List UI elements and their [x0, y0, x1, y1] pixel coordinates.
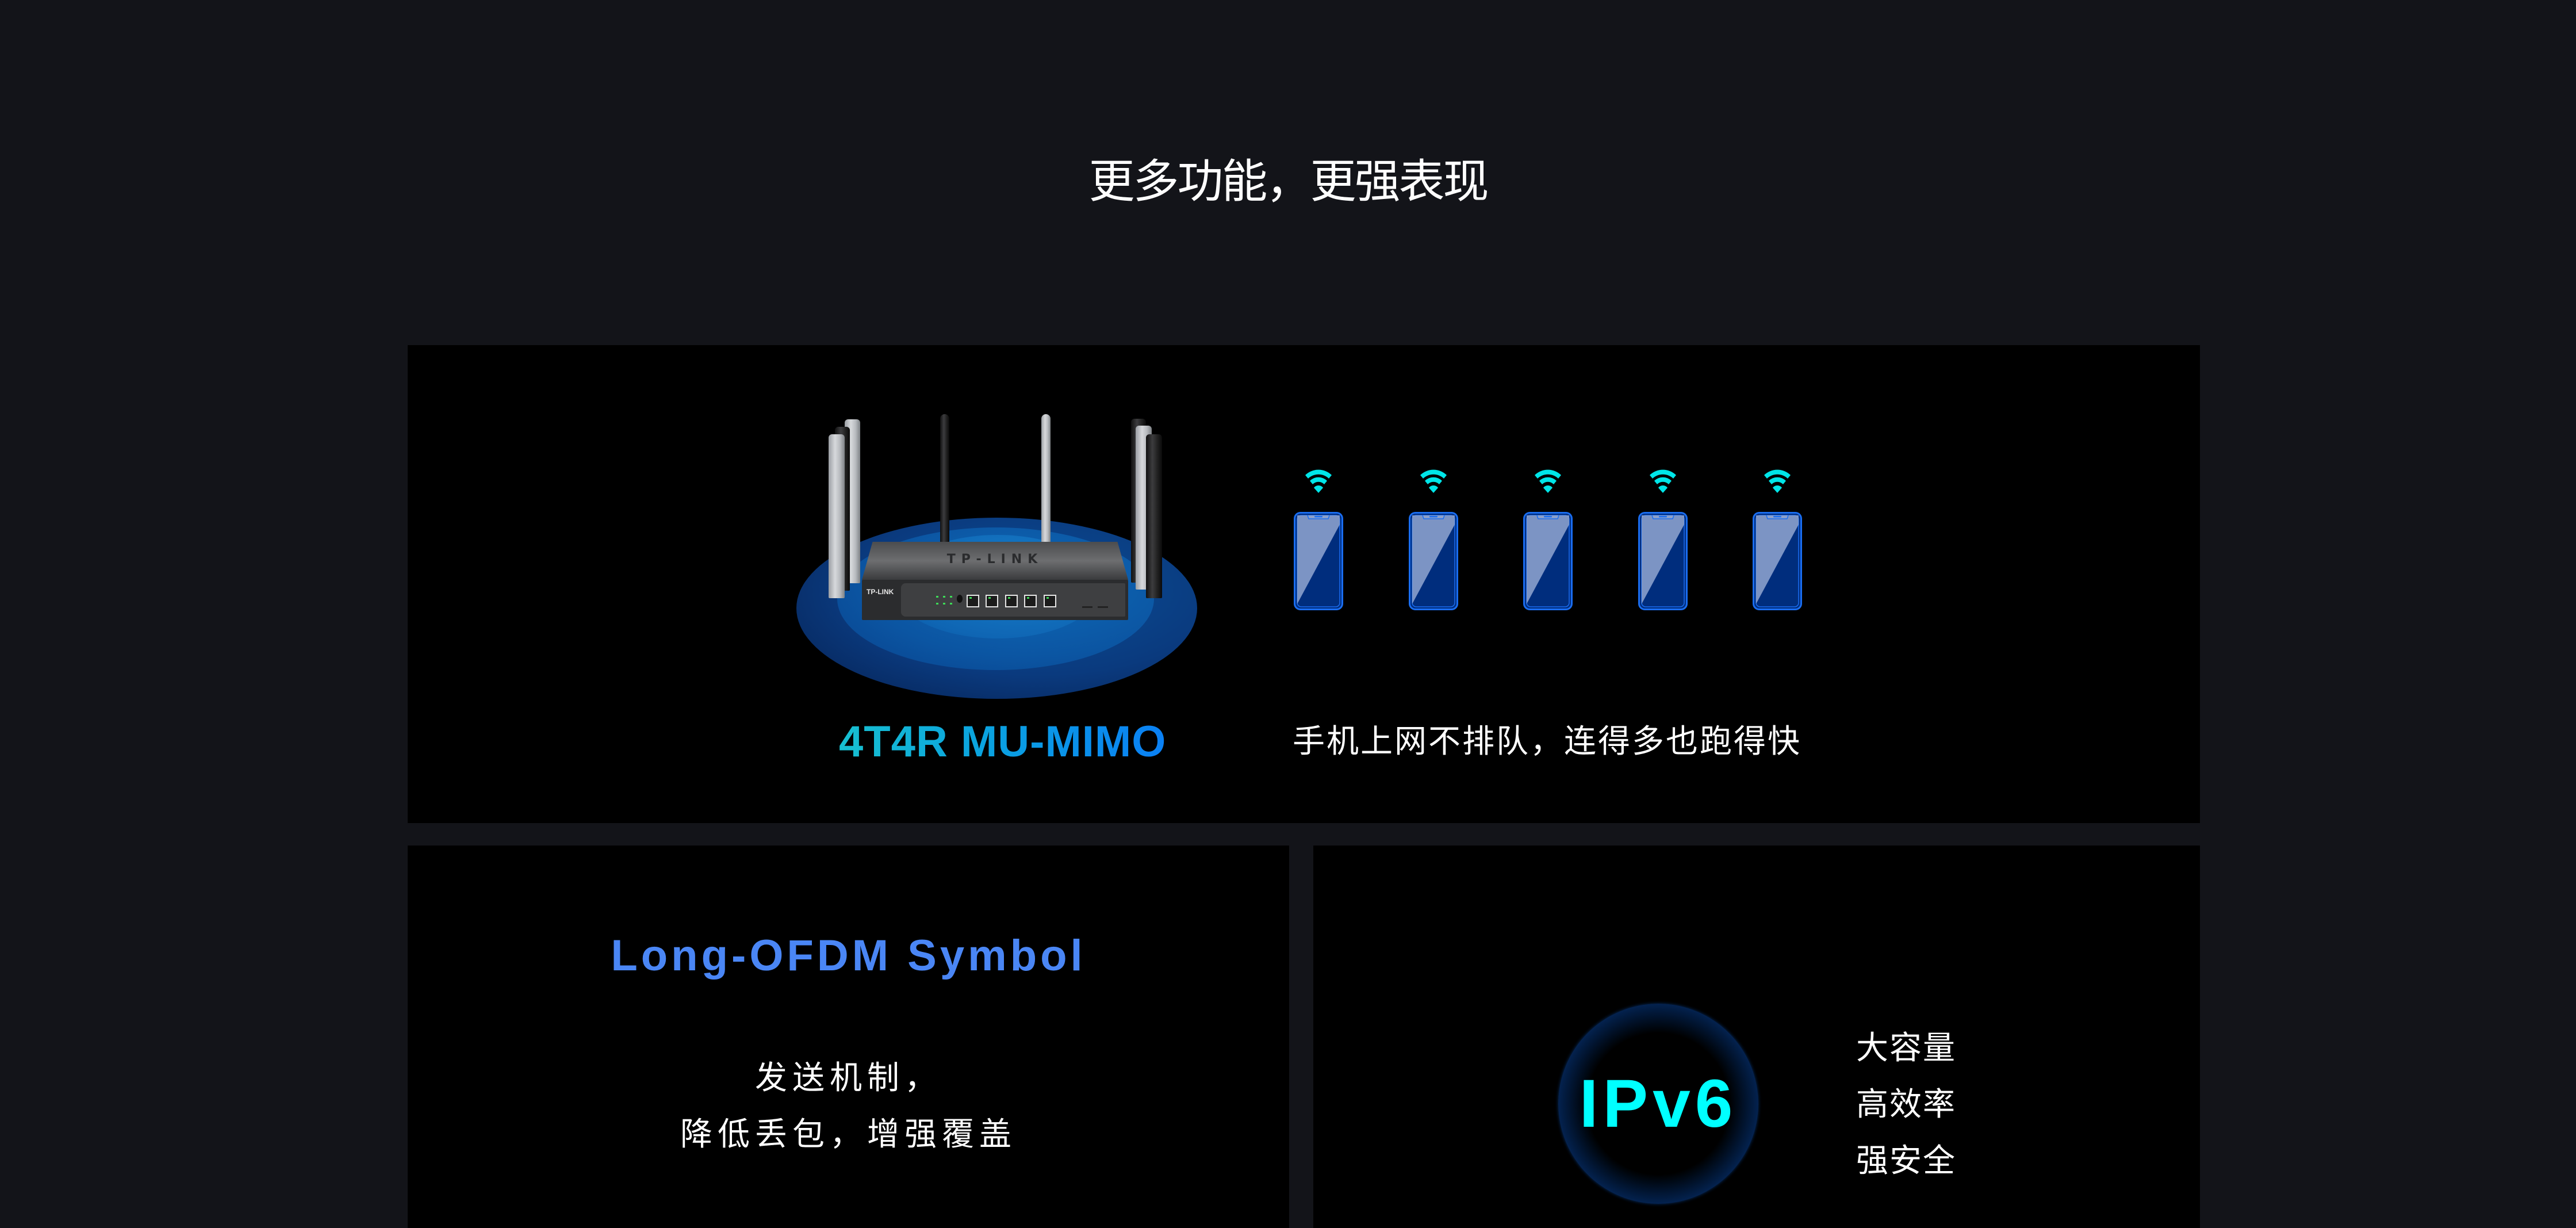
ipv6-badge: IPv6 [1558, 1004, 1758, 1204]
wifi-icon [1650, 469, 1676, 493]
ethernet-port-icon [1024, 595, 1037, 607]
reset-button-icon [957, 595, 963, 603]
led-icon [950, 596, 952, 598]
led-icon [943, 603, 945, 605]
smartphone-icon [1638, 512, 1688, 610]
router-top-logo: TP-LINK [946, 552, 1044, 567]
wifi-icon [1535, 469, 1561, 493]
antenna-icon [940, 414, 949, 545]
ethernet-port-icon [986, 595, 998, 607]
wifi-icon [1420, 469, 1447, 493]
mimo-feature-card: TP-LINK TP-LINK [408, 345, 2200, 823]
device-item [1523, 466, 1573, 610]
device-item [1294, 466, 1343, 610]
sim-slot-icon [1098, 606, 1108, 608]
ethernet-port-icon [967, 595, 979, 607]
section-title: 更多功能，更强表现 [1088, 155, 1489, 208]
ofdm-description: 发送机制， 降低丢包，增强覆盖 [408, 1050, 1289, 1163]
ofdm-feature-card: Long-OFDM Symbol 发送机制， 降低丢包，增强覆盖 [408, 846, 1289, 1228]
ipv6-feature-card: IPv6 大容量 高效率 强安全 [1313, 846, 2200, 1228]
device-item [1753, 466, 1802, 610]
ipv6-feature-item: 高效率 [1856, 1086, 1956, 1123]
ofdm-title: Long-OFDM Symbol [611, 931, 1086, 980]
ethernet-port-icon [1044, 595, 1056, 607]
ofdm-description-line: 降低丢包，增强覆盖 [680, 1116, 1017, 1153]
router-port-panel [901, 583, 1125, 617]
antenna-icon [1041, 414, 1051, 545]
router-top-panel: TP-LINK [862, 542, 1128, 580]
mimo-title: 4T4R MU-MIMO [839, 716, 1169, 768]
device-item [1638, 466, 1688, 610]
wifi-icon [1764, 469, 1791, 493]
antenna-icon [829, 434, 845, 598]
led-icon [936, 603, 938, 605]
router-brand-label: TP-LINK [867, 588, 894, 596]
mimo-description: 手机上网不排队，连得多也跑得快 [1293, 723, 1801, 760]
ipv6-badge-label: IPv6 [1579, 1066, 1738, 1142]
wifi-icon [1305, 469, 1332, 493]
router-front-panel: TP-LINK [862, 580, 1128, 620]
smartphone-icon [1294, 512, 1343, 610]
ipv6-feature-item: 大容量 [1856, 1030, 1956, 1067]
smartphone-icon [1753, 512, 1802, 610]
led-icon [950, 603, 952, 605]
ethernet-port-icon [1005, 595, 1018, 607]
led-icon [943, 596, 945, 598]
ipv6-feature-item: 强安全 [1856, 1142, 1956, 1180]
antenna-icon [1146, 434, 1162, 598]
ofdm-description-line: 发送机制， [755, 1059, 942, 1097]
smartphone-icon [1409, 512, 1458, 610]
ipv6-feature-list: 大容量 高效率 强安全 [1856, 1020, 1956, 1189]
device-item [1409, 466, 1458, 610]
led-icon [936, 596, 938, 598]
smartphone-icon [1523, 512, 1573, 610]
sim-slot-icon [1082, 606, 1092, 608]
